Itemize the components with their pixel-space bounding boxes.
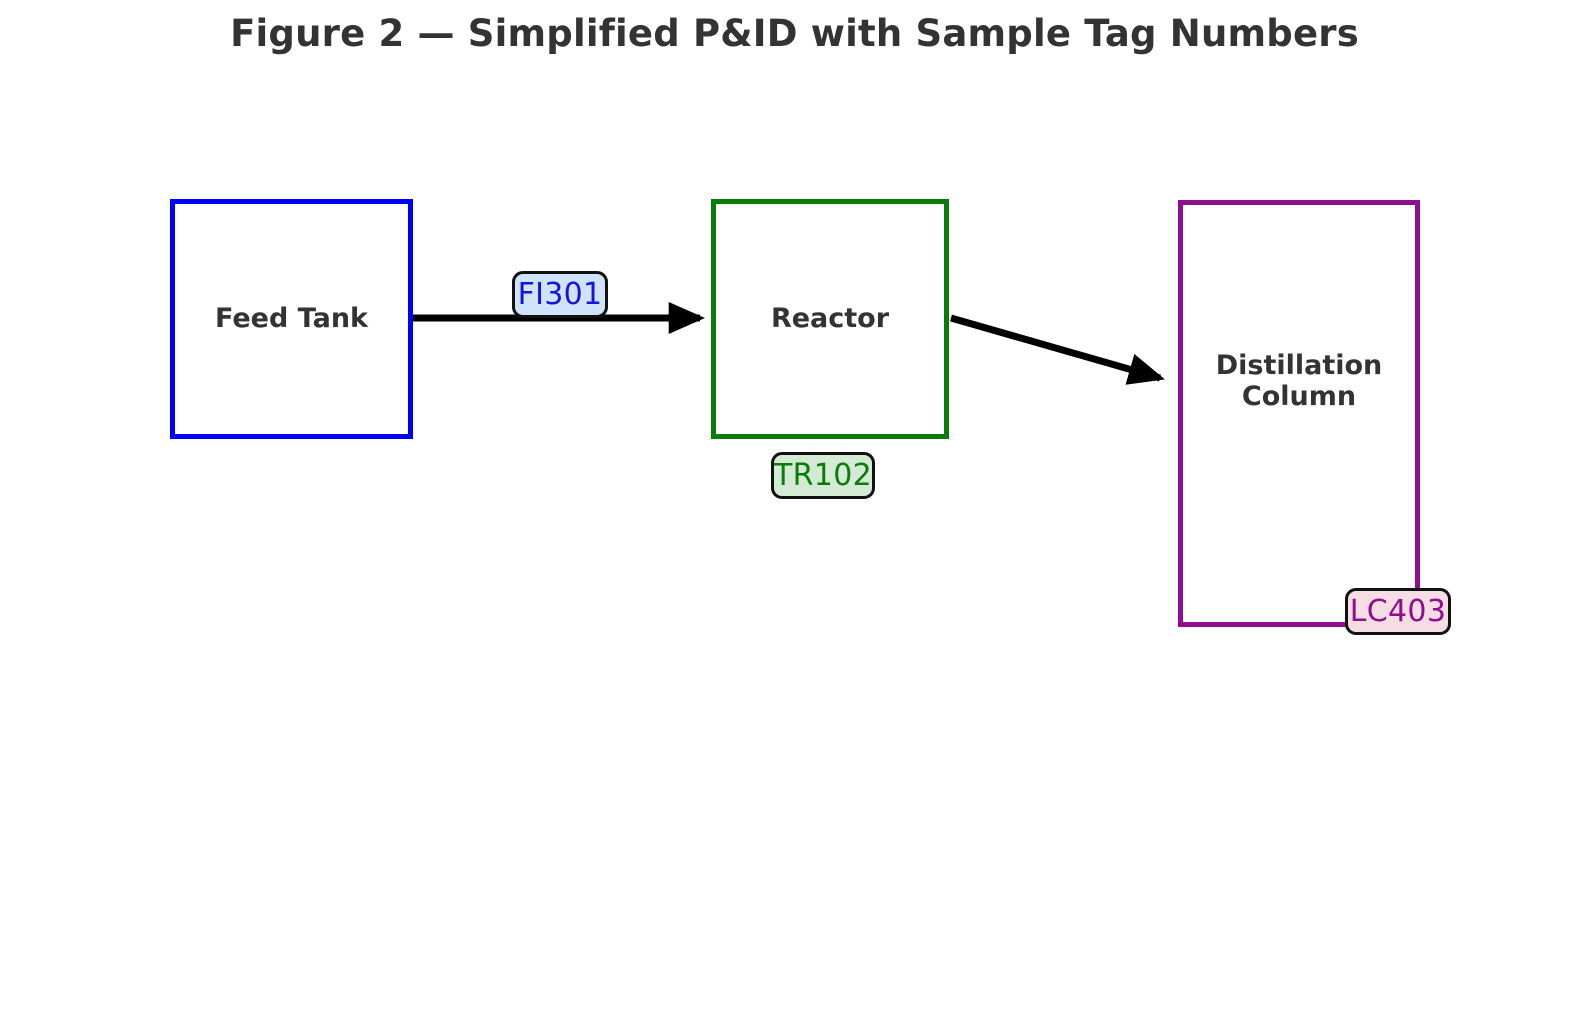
connector-reactor-to-column (950, 314, 1165, 385)
node-reactor-label: Reactor (770, 303, 890, 335)
instrument-tag-tr102-label: TR102 (774, 458, 872, 493)
instrument-tag-fi301[interactable]: FI301 (512, 271, 608, 318)
instrument-tag-lc403-label: LC403 (1349, 594, 1447, 629)
figure-title: Figure 2 — Simplified P&ID with Sample T… (230, 12, 1359, 55)
node-feed-tank[interactable]: Feed Tank (170, 199, 413, 439)
instrument-tag-tr102[interactable]: TR102 (771, 452, 875, 499)
node-distillation-column[interactable]: Distillation Column (1178, 200, 1420, 627)
instrument-tag-lc403[interactable]: LC403 (1345, 588, 1451, 635)
node-feed-tank-label: Feed Tank (214, 303, 369, 335)
instrument-tag-fi301-label: FI301 (517, 277, 603, 312)
node-reactor[interactable]: Reactor (711, 199, 949, 439)
node-distillation-column-label: Distillation Column (1215, 350, 1383, 413)
